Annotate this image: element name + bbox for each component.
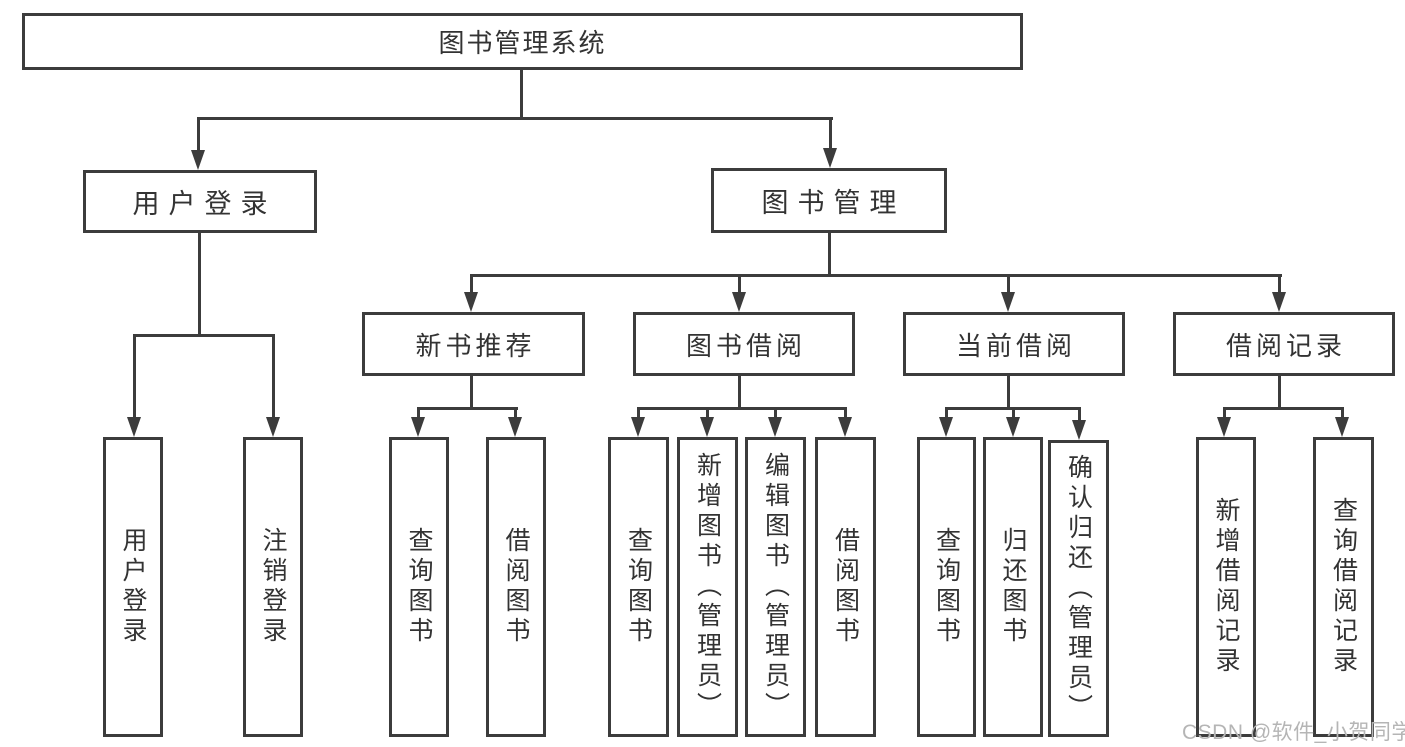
connector-line — [470, 376, 473, 410]
connector-line — [706, 407, 709, 417]
node-label: 借阅图书 — [502, 527, 530, 647]
node-label: 当前借阅 — [955, 330, 1076, 361]
leaf-edit-books-admin: 编辑图书（管理员） — [745, 437, 806, 737]
connector-line — [637, 407, 640, 417]
node-label: 图书管理系统 — [438, 28, 607, 58]
leaf-query-books-current: 查询图书 — [917, 437, 976, 737]
leaf-logout: 注销登录 — [243, 437, 303, 737]
connector-line — [1078, 407, 1081, 420]
node-label: 查询借阅记录 — [1329, 497, 1358, 677]
node-label: 用户登录 — [119, 527, 147, 647]
node-label: 用户登录 — [132, 189, 277, 219]
node-new-book-recommendation: 新书推荐 — [362, 312, 585, 376]
connector-line — [844, 407, 847, 417]
node-label: 查询图书 — [932, 527, 961, 647]
node-label: 借阅记录 — [1225, 330, 1346, 361]
leaf-borrow-books: 借阅图书 — [815, 437, 876, 737]
connector-line — [1012, 407, 1015, 417]
connector-line — [1007, 376, 1010, 410]
connector-line — [272, 334, 275, 417]
connector-line — [1223, 407, 1344, 410]
node-label: 图书借阅 — [685, 330, 806, 361]
arrowhead-down-icon — [1217, 417, 1231, 437]
arrowhead-down-icon — [939, 417, 953, 437]
node-borrowing-records: 借阅记录 — [1173, 312, 1395, 376]
connector-line — [514, 407, 517, 417]
connector-line — [1278, 376, 1281, 410]
leaf-confirm-return-admin: 确认归还（管理员） — [1048, 440, 1109, 737]
connector-line — [133, 334, 275, 337]
leaf-query-books-recommend: 查询图书 — [389, 437, 449, 737]
arrowhead-down-icon — [127, 417, 141, 437]
arrowhead-down-icon — [1335, 417, 1349, 437]
arrowhead-down-icon — [631, 417, 645, 437]
connector-line — [198, 233, 201, 337]
node-book-borrowing: 图书借阅 — [633, 312, 855, 376]
arrowhead-down-icon — [464, 292, 478, 312]
node-label: 借阅图书 — [831, 527, 860, 647]
node-label: 新书推荐 — [415, 330, 536, 361]
node-label: 查询图书 — [624, 527, 653, 647]
connector-line — [197, 117, 200, 150]
connector-line — [470, 274, 473, 292]
leaf-borrow-books-recommend: 借阅图书 — [486, 437, 546, 737]
leaf-add-books-admin: 新增图书（管理员） — [677, 437, 738, 737]
arrowhead-down-icon — [1006, 417, 1020, 437]
arrowhead-down-icon — [768, 417, 782, 437]
node-label: 归还图书 — [999, 527, 1027, 647]
node-user-login: 用户登录 — [83, 170, 317, 233]
node-current-borrowing: 当前借阅 — [903, 312, 1125, 376]
connector-line — [197, 117, 833, 120]
node-book-management: 图书管理 — [711, 168, 947, 233]
connector-line — [738, 274, 741, 292]
csdn-watermark: CSDN @软件_小贺同学 — [1182, 721, 1405, 744]
node-label: 确认归还（管理员） — [1064, 453, 1093, 724]
connector-line — [828, 233, 831, 277]
leaf-return-books: 归还图书 — [983, 437, 1043, 737]
node-label: 新增借阅记录 — [1212, 497, 1240, 677]
node-label: 注销登录 — [259, 527, 287, 647]
arrowhead-down-icon — [266, 417, 280, 437]
connector-line — [470, 274, 1282, 277]
node-label: 图书管理 — [761, 188, 906, 218]
connector-line — [774, 407, 777, 417]
connector-line — [417, 407, 518, 410]
node-label: 查询图书 — [405, 527, 433, 647]
arrowhead-down-icon — [700, 417, 714, 437]
connector-line — [417, 407, 420, 417]
connector-line — [520, 70, 523, 120]
arrowhead-down-icon — [191, 150, 205, 170]
arrowhead-down-icon — [838, 417, 852, 437]
leaf-add-borrow-record: 新增借阅记录 — [1196, 437, 1256, 737]
connector-line — [738, 376, 741, 410]
arrowhead-down-icon — [823, 148, 837, 168]
arrowhead-down-icon — [1072, 420, 1086, 440]
node-library-management-system: 图书管理系统 — [22, 13, 1023, 70]
connector-line — [829, 117, 832, 148]
connector-line — [133, 334, 136, 417]
connector-line — [945, 407, 948, 417]
node-label: 编辑图书（管理员） — [761, 452, 790, 722]
connector-line — [1223, 407, 1226, 417]
leaf-query-books-borrow: 查询图书 — [608, 437, 669, 737]
arrowhead-down-icon — [732, 292, 746, 312]
leaf-query-borrow-record: 查询借阅记录 — [1313, 437, 1374, 737]
arrowhead-down-icon — [508, 417, 522, 437]
arrowhead-down-icon — [1272, 292, 1286, 312]
arrowhead-down-icon — [411, 417, 425, 437]
arrowhead-down-icon — [1001, 292, 1015, 312]
connector-line — [637, 407, 847, 410]
leaf-user-login: 用户登录 — [103, 437, 163, 737]
connector-line — [1341, 407, 1344, 417]
node-label: 新增图书（管理员） — [693, 452, 722, 722]
connector-line — [1007, 274, 1010, 292]
connector-line — [1278, 274, 1281, 292]
